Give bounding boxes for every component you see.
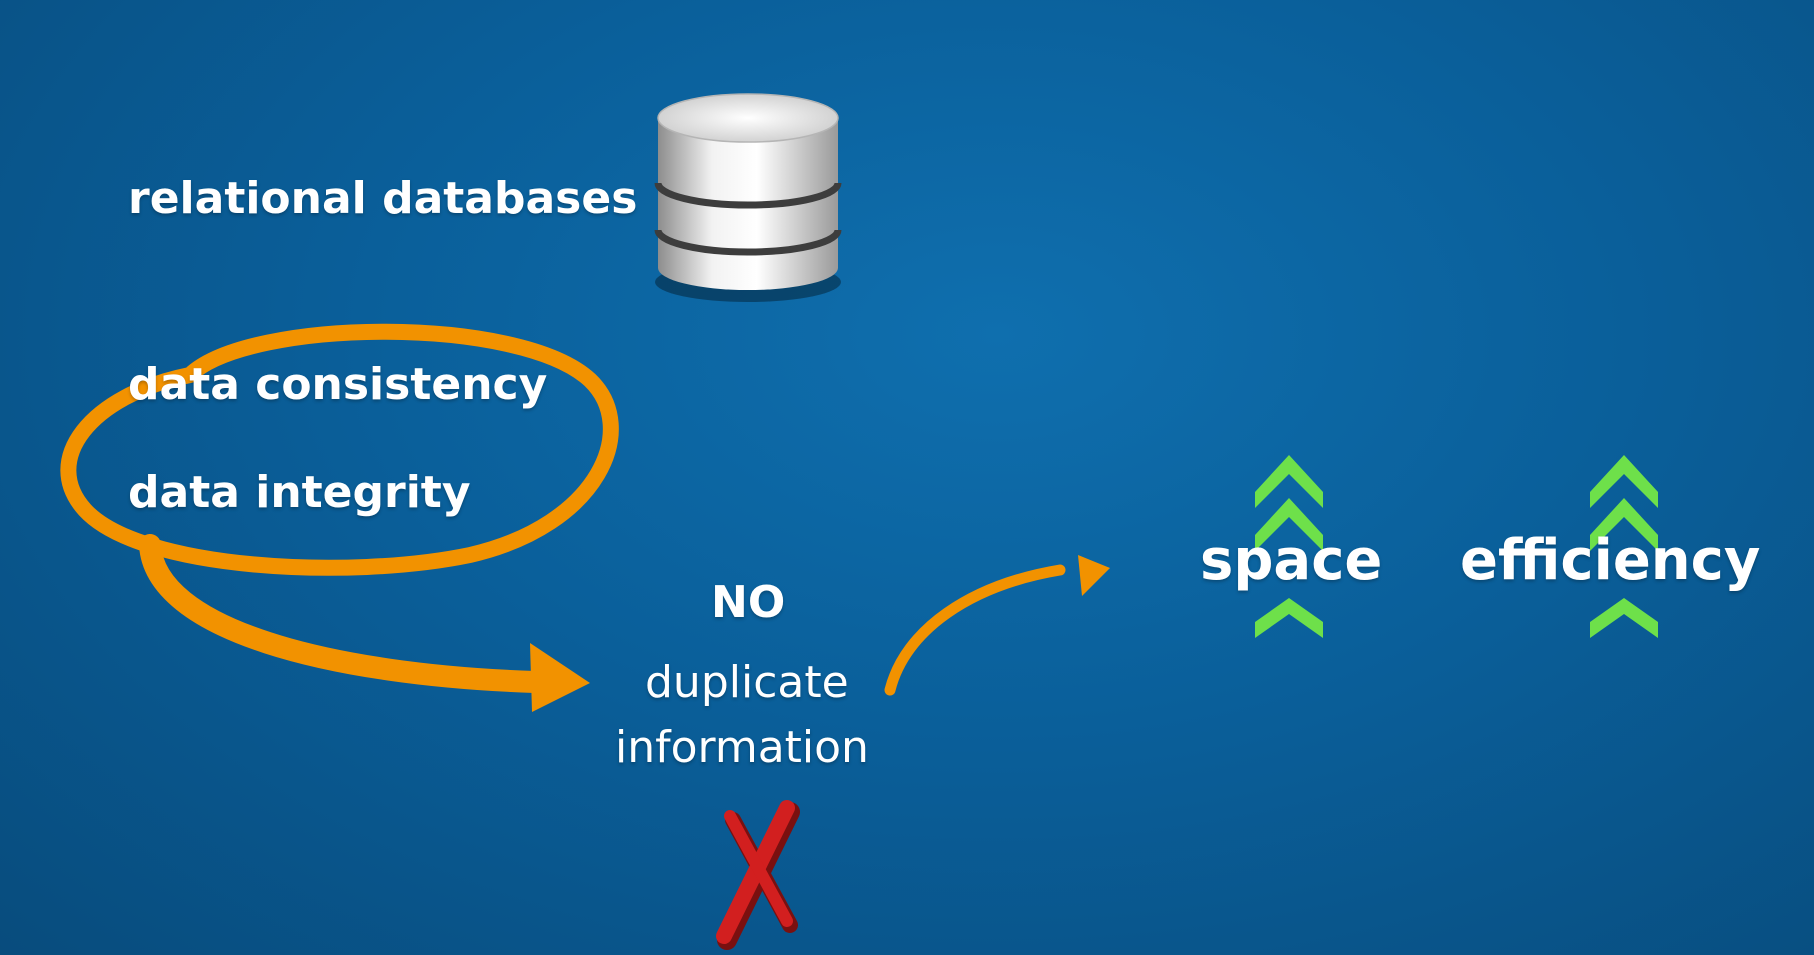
chevrons-up-icon — [1255, 455, 1323, 638]
database-icon — [654, 93, 842, 302]
data-integrity-label: data integrity — [128, 467, 471, 518]
space-label: space — [1200, 528, 1383, 593]
no-label: NO — [711, 577, 786, 628]
relational-databases-label: relational databases — [128, 173, 638, 224]
red-x-icon — [716, 800, 800, 950]
chevrons-up-icon — [1590, 455, 1658, 638]
data-consistency-label: data consistency — [128, 359, 548, 410]
duplicate-label: duplicate — [645, 657, 849, 708]
efficiency-label: efficiency — [1460, 528, 1761, 593]
information-label: information — [615, 722, 869, 773]
orange-loop — [60, 323, 619, 576]
orange-arrow-to-duplicates — [139, 534, 590, 712]
orange-arrow-to-benefits — [884, 555, 1110, 696]
